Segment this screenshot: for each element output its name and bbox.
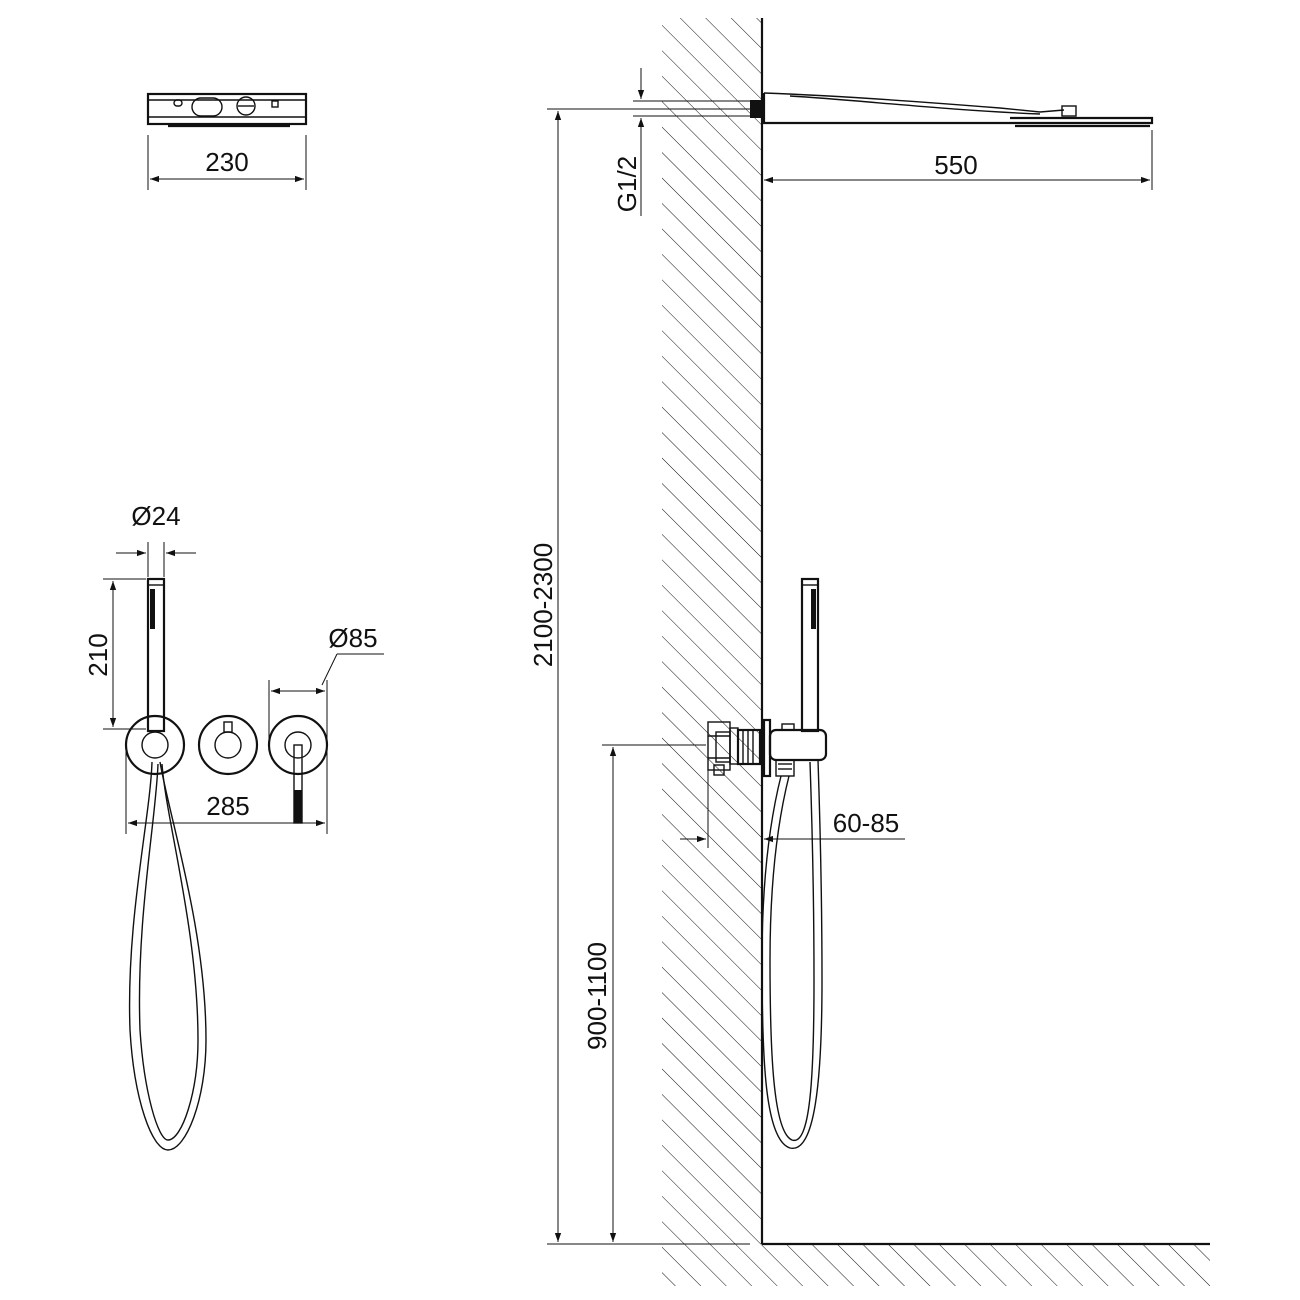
dimension-285: 285 [125,750,328,834]
dimension-d85: Ø85 [268,623,384,740]
handshower-side-view [761,577,828,1149]
shower-head-top-view [146,92,308,128]
dim-900-1100-label: 900-1100 [582,942,612,1050]
mixer-body [707,721,762,776]
dim-550-label: 550 [934,150,977,180]
dim-285-label: 285 [206,791,249,821]
dimension-2100-2300: 2100-2300 [528,108,750,1245]
dimension-210: 210 [83,578,146,730]
dimension-550: 550 [764,130,1153,190]
dim-d85-label: Ø85 [328,623,377,653]
dim-g12-label: G1/2 [612,156,642,212]
dimension-d24: Ø24 [116,501,196,577]
dimension-900-1100: 900-1100 [582,744,706,1242]
dim-60-85-label: 60-85 [833,808,900,838]
dimension-g12: G1/2 [612,68,750,216]
dim-2100-2300-label: 2100-2300 [528,543,558,667]
wall [662,18,764,1244]
dim-d24-label: Ø24 [131,501,180,531]
dimension-60-85: 60-85 [680,770,905,848]
shower-head-side-view [750,92,1154,128]
floor [662,1242,1210,1286]
dim-210-label: 210 [83,633,113,676]
dimension-230: 230 [147,135,307,190]
dim-230-label: 230 [205,147,248,177]
front-view [124,577,329,1151]
